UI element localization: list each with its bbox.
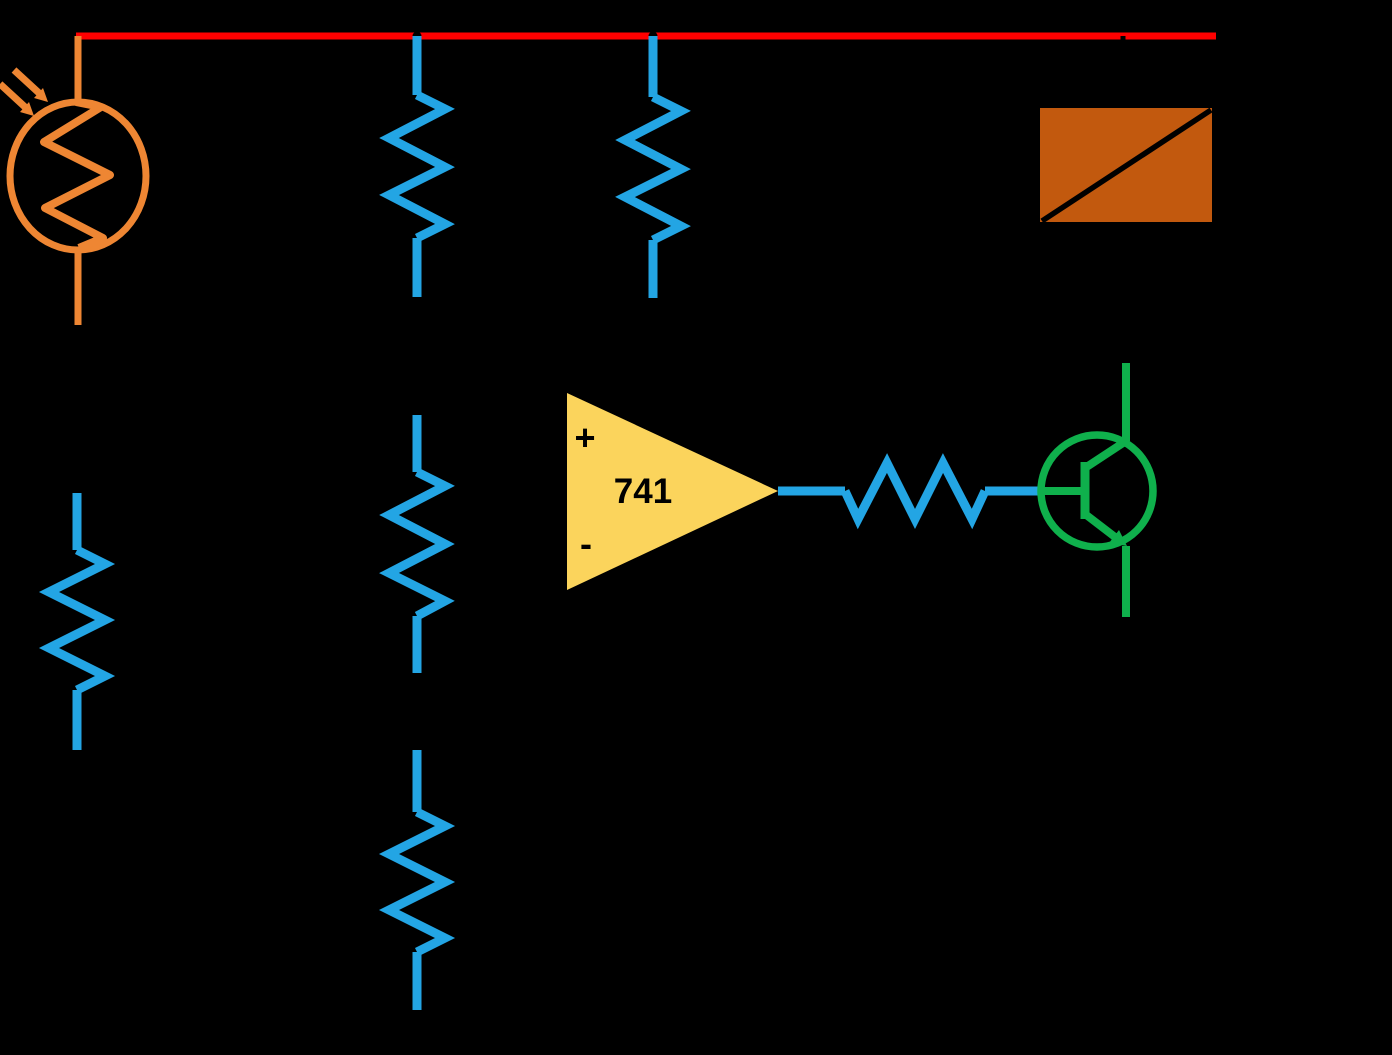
transistor-collector-diagonal	[1082, 437, 1129, 472]
resistor-col2-middle	[379, 415, 455, 673]
opamp-triangle	[567, 393, 778, 590]
resistor-col2-lower	[378, 750, 456, 1010]
resistor-col2-upper	[379, 36, 455, 297]
resistor-zigzag	[379, 467, 455, 620]
transistor-circle	[1037, 431, 1157, 551]
resistor-zigzag	[378, 807, 456, 957]
resistor-zigzag	[615, 92, 691, 245]
light-arrow-2-shaft	[11, 67, 42, 96]
transistor-npn	[1037, 363, 1157, 617]
light-arrow-2	[11, 67, 48, 102]
resistor-left-lower	[38, 493, 116, 750]
resistor-col3-upper	[615, 36, 691, 298]
ldr-zigzag	[40, 98, 114, 252]
light-arrow-1	[0, 81, 34, 116]
light-arrow-1-shaft	[0, 81, 28, 110]
light-arrow-1-head	[20, 102, 34, 116]
transistor-emitter-arrowhead	[1109, 530, 1127, 546]
resistor-zigzag	[38, 545, 116, 695]
resistor-zigzag	[840, 453, 990, 530]
opamp-plus-label: +	[574, 417, 595, 458]
opamp-chip-label: 741	[614, 472, 672, 511]
relay-diagonal	[1040, 107, 1213, 224]
light-arrow-2-head	[34, 88, 48, 102]
transistor-emitter-diagonal	[1082, 510, 1118, 541]
resistor-zigzag	[379, 90, 455, 243]
black-wires	[74, 35, 1129, 1033]
opamp-minus-label: -	[580, 523, 592, 564]
ldr-symbol	[0, 36, 150, 325]
opamp-741: + - 741	[567, 393, 778, 590]
relay-coil	[1040, 107, 1213, 224]
resistor-base	[778, 453, 1043, 530]
